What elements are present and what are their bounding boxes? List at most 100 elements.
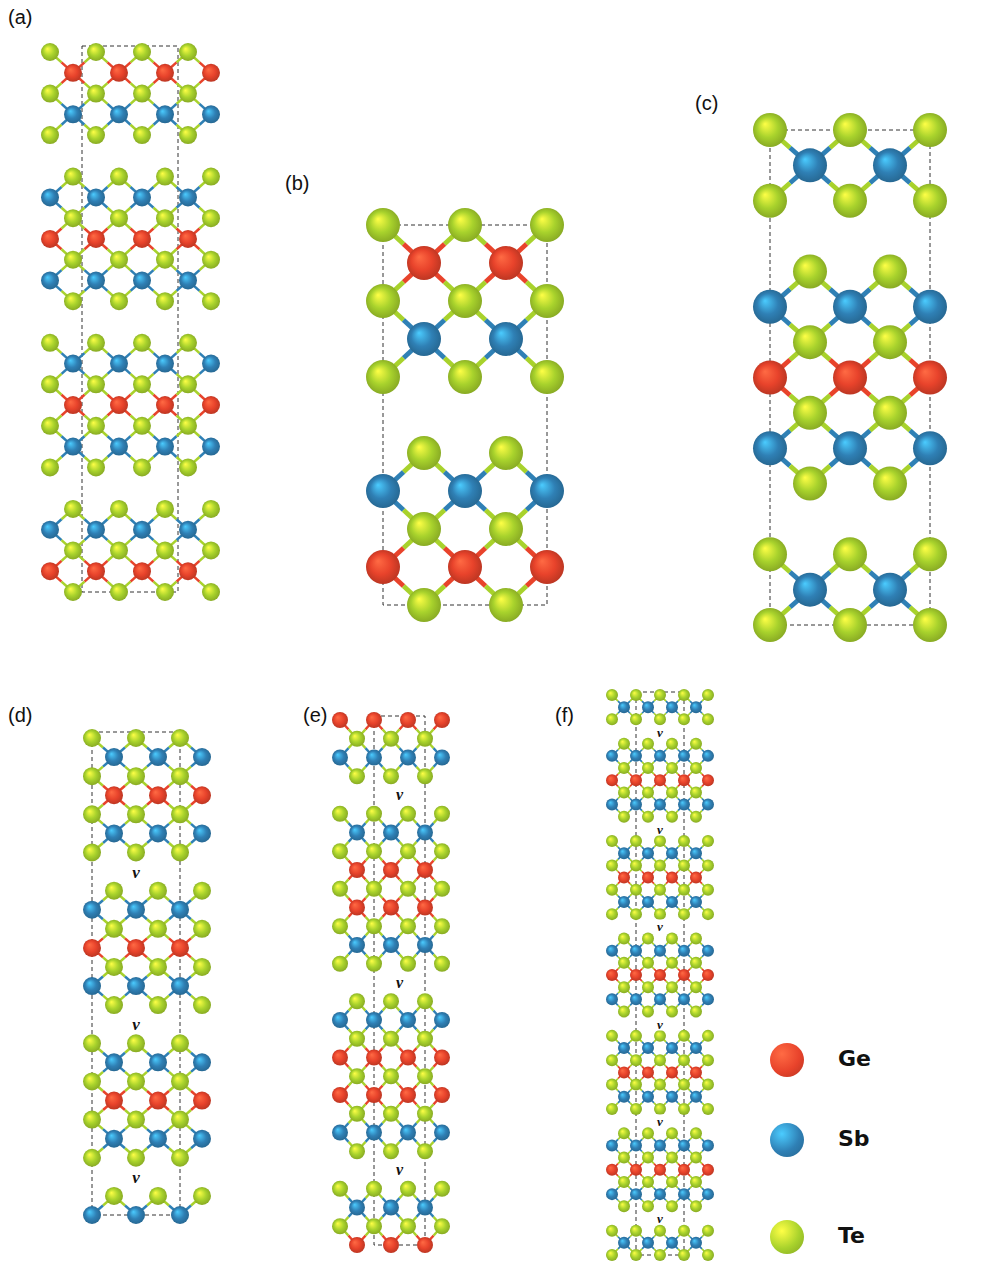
atom: [417, 768, 433, 784]
atom: [400, 712, 416, 728]
atom: [618, 701, 630, 713]
atom: [642, 1127, 654, 1139]
atom: [630, 750, 642, 762]
atom: [606, 750, 618, 762]
atom: [793, 254, 827, 288]
atom: [606, 993, 618, 1005]
atom: [133, 126, 151, 144]
atom: [133, 230, 151, 248]
atom: [366, 1181, 382, 1197]
atom: [630, 1103, 642, 1115]
atom: [41, 562, 59, 580]
atom: [833, 113, 867, 147]
atom: [41, 521, 59, 539]
structure-panel: [83, 729, 211, 1224]
atom: [417, 1106, 433, 1122]
atom: [654, 1188, 666, 1200]
atom: [913, 608, 947, 642]
atom: [193, 1092, 211, 1110]
atom: [127, 901, 145, 919]
atom: [678, 1054, 690, 1066]
atom: [530, 474, 564, 508]
atom: [332, 1087, 348, 1103]
atom: [83, 977, 101, 995]
atom: [202, 209, 220, 227]
atom: [156, 500, 174, 518]
atom: [654, 750, 666, 762]
atom: [913, 290, 947, 324]
structure-panel: [366, 208, 564, 622]
atom: [434, 1218, 450, 1234]
legend-text: Sb: [838, 1126, 870, 1151]
atom: [149, 786, 167, 804]
atom: [873, 396, 907, 430]
atom: [690, 1176, 702, 1188]
atom: [41, 334, 59, 352]
atom: [332, 843, 348, 859]
atom: [606, 1054, 618, 1066]
atom: [179, 375, 197, 393]
atom: [193, 1053, 211, 1071]
atom: [110, 251, 128, 269]
atom: [193, 920, 211, 938]
atom: [179, 334, 197, 352]
atom: [678, 750, 690, 762]
atom: [654, 884, 666, 896]
atom: [202, 438, 220, 456]
atom: [193, 958, 211, 976]
atom: [156, 438, 174, 456]
atom: [383, 731, 399, 747]
atom: [127, 729, 145, 747]
atom: [434, 1087, 450, 1103]
atom: [702, 969, 714, 981]
atom: [193, 748, 211, 766]
atom: [630, 799, 642, 811]
panel-label: (f): [555, 704, 574, 727]
atom: [630, 835, 642, 847]
structure-panel: [332, 712, 450, 1253]
atom: [349, 993, 365, 1009]
atom: [448, 550, 482, 584]
atom: [606, 835, 618, 847]
atom: [666, 872, 678, 884]
atom: [702, 1079, 714, 1091]
atom: [179, 271, 197, 289]
atom: [149, 824, 167, 842]
atom: [913, 537, 947, 571]
atom: [407, 246, 441, 280]
atom: [332, 1125, 348, 1141]
atom: [156, 105, 174, 123]
atom: [642, 1006, 654, 1018]
atom: [105, 1053, 123, 1071]
atom: [642, 1237, 654, 1249]
atom: [366, 1087, 382, 1103]
vacancy-label: ν: [655, 822, 665, 835]
atom: [179, 188, 197, 206]
atom: [618, 1042, 630, 1054]
atom: [332, 1050, 348, 1066]
atom: [105, 1130, 123, 1148]
atom: [366, 1050, 382, 1066]
atom: [678, 945, 690, 957]
atom: [690, 1237, 702, 1249]
atom: [41, 188, 59, 206]
atom: [618, 762, 630, 774]
atom: [193, 786, 211, 804]
atom: [400, 843, 416, 859]
vacancy-label: ν: [394, 1162, 405, 1178]
vacancy-label: ν: [130, 1168, 142, 1185]
atom: [606, 1225, 618, 1237]
atom: [654, 1103, 666, 1115]
atom: [202, 355, 220, 373]
atom: [332, 881, 348, 897]
atom: [434, 1012, 450, 1028]
atom: [618, 1237, 630, 1249]
atom: [156, 64, 174, 82]
atom: [654, 835, 666, 847]
atom: [630, 713, 642, 725]
atom: [156, 251, 174, 269]
atom: [110, 168, 128, 186]
atom: [179, 230, 197, 248]
vacancy-label: ν: [130, 863, 142, 880]
